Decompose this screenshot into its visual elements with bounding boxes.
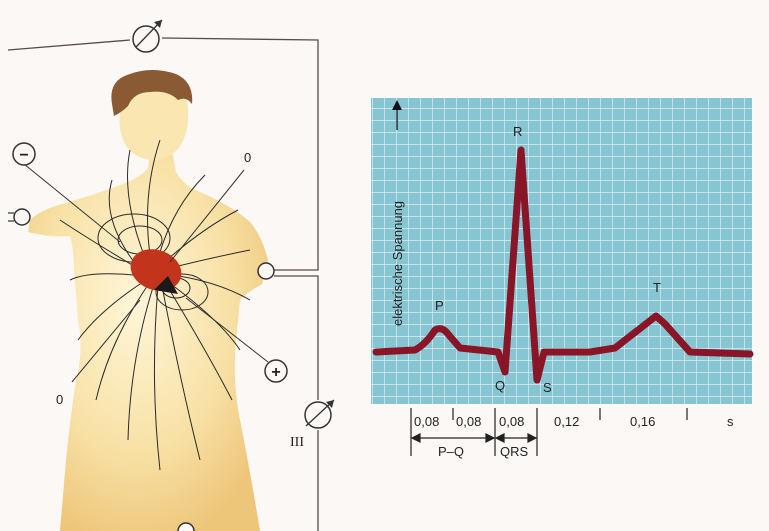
lead-label-iii: III — [290, 435, 304, 450]
interval-5: 0,16 — [630, 414, 655, 429]
head — [119, 78, 189, 160]
svg-text:−: − — [19, 147, 28, 164]
heart-vector-arrow — [154, 276, 178, 294]
voltmeter-top — [132, 19, 163, 53]
time-unit: s — [727, 414, 734, 429]
time-ticks — [410, 408, 688, 456]
pq-span-arrow — [410, 433, 496, 443]
segment-label-pq: P–Q — [438, 444, 464, 459]
svg-text:+: + — [271, 364, 280, 381]
electrode-plus: + — [264, 359, 288, 383]
body-figure: − + 0 0 — [8, 70, 288, 531]
wave-label-p: P — [435, 298, 444, 313]
interval-1: 0,08 — [414, 414, 439, 429]
leg-electrode — [177, 522, 195, 531]
wave-label-s: S — [543, 380, 552, 395]
wave-label-r: R — [513, 124, 522, 139]
electrode-minus: − — [12, 142, 36, 166]
hair — [111, 70, 193, 116]
interval-3: 0,08 — [499, 414, 524, 429]
qrs-span-arrow — [494, 433, 538, 443]
wave-label-t: T — [653, 280, 661, 295]
interval-4: 0,12 — [554, 414, 579, 429]
interval-2: 0,08 — [456, 414, 481, 429]
voltmeter-lead-three — [304, 399, 335, 429]
zero-label-lower: 0 — [56, 392, 63, 407]
segment-label-qrs: QRS — [500, 444, 529, 459]
ecg-trace — [372, 146, 754, 384]
circuit-wires — [7, 37, 319, 531]
body-silhouette — [28, 150, 268, 531]
wave-label-q: Q — [495, 378, 505, 393]
left-arm-electrode — [257, 262, 275, 280]
ecg-panel: elektrische Spannung P R Q S T 0,08 0,08… — [371, 98, 754, 459]
zero-label-upper: 0 — [244, 150, 251, 165]
y-axis-label: elektrische Spannung — [390, 201, 405, 326]
right-arm-electrode — [13, 208, 31, 226]
